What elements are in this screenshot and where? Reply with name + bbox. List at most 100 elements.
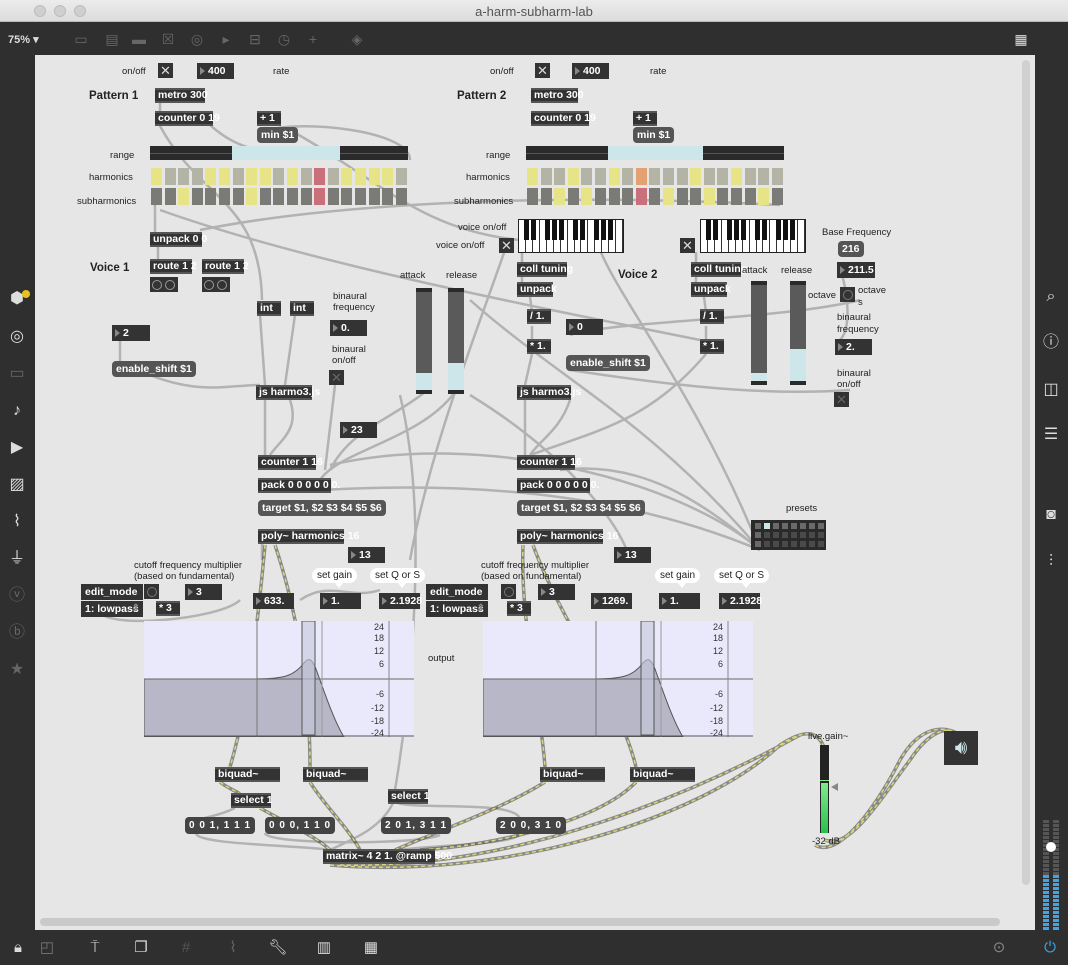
route-object[interactable]: route 1 2 (150, 259, 197, 274)
black-key[interactable] (740, 220, 746, 240)
step-cell[interactable] (744, 188, 756, 205)
step-cell[interactable] (327, 168, 339, 185)
multiply-object[interactable]: * 1. (527, 339, 551, 354)
step-cell[interactable] (368, 168, 380, 185)
step-cell[interactable] (341, 188, 353, 205)
matrix-object[interactable]: matrix~ 4 2 1. @ramp 500 (323, 849, 452, 864)
plus-object[interactable]: + 1 (633, 111, 657, 126)
step-cell[interactable] (273, 168, 285, 185)
divide-object[interactable]: / 1. (527, 309, 551, 324)
presentation-icon[interactable]: ▭ (74, 31, 88, 47)
step-cell[interactable] (758, 188, 770, 205)
columns-icon[interactable]: ◫ (1043, 381, 1059, 398)
step-cell[interactable] (287, 188, 298, 205)
star-icon[interactable]: ★ (9, 661, 25, 678)
step-cell[interactable] (771, 168, 783, 185)
counter-object[interactable]: counter 0 19 (531, 111, 596, 126)
step-cell[interactable] (164, 188, 176, 205)
paperclip-icon[interactable]: ⌇ (13, 513, 21, 530)
bang-button[interactable] (144, 584, 159, 599)
black-key[interactable] (762, 220, 768, 240)
step-cell[interactable] (649, 188, 661, 205)
keyboard-a[interactable] (518, 219, 624, 253)
biquad-object[interactable]: biquad~ (215, 767, 280, 782)
preset-slot[interactable] (800, 532, 806, 538)
live-gain-slider[interactable] (820, 745, 838, 833)
target-icon[interactable]: ◎ (10, 328, 24, 345)
preset-slot[interactable] (818, 541, 824, 547)
step-cell[interactable] (219, 168, 230, 185)
pattern2-range-slider[interactable] (526, 146, 784, 160)
info-icon[interactable]: ⓘ (1042, 334, 1059, 351)
video-icon[interactable]: ▶ (10, 439, 24, 456)
step-cell[interactable] (300, 168, 312, 185)
pack-object[interactable]: pack 0 0 0 0 0 0. (258, 478, 340, 493)
keyboard-icon[interactable]: ▭ (9, 365, 25, 382)
preset-slot[interactable] (809, 541, 815, 547)
step-cell[interactable] (676, 188, 688, 205)
music-note-icon[interactable]: ♪ (13, 402, 21, 419)
matrix-message[interactable]: 2 0 1, 3 1 1 (381, 817, 452, 834)
preset-slot[interactable] (800, 541, 806, 547)
step-cell[interactable] (527, 168, 538, 185)
min-message[interactable]: min $1 (633, 127, 675, 143)
grid-icon[interactable]: # (181, 939, 191, 956)
step-cell[interactable] (744, 168, 756, 185)
metro-object[interactable]: metro 300 (531, 88, 584, 103)
step-cell[interactable] (703, 168, 715, 185)
black-key[interactable] (530, 220, 536, 240)
route-object[interactable]: route 1 2 (202, 259, 249, 274)
edit-mode-message[interactable]: edit_mode (81, 584, 143, 600)
attack-slider[interactable] (751, 281, 767, 385)
number-box[interactable]: 23 (340, 422, 377, 438)
white-key[interactable] (715, 220, 722, 252)
master-level-meter[interactable] (1043, 820, 1059, 930)
step-cell[interactable] (395, 168, 407, 185)
step-cell[interactable] (246, 188, 258, 205)
pack-object[interactable]: pack 0 0 0 0 0 0. (517, 478, 599, 493)
black-key[interactable] (712, 220, 718, 240)
matrix-message[interactable]: 0 0 0, 1 1 0 (265, 817, 336, 834)
step-cell[interactable] (540, 168, 552, 185)
preset-slot[interactable] (773, 532, 779, 538)
step-cell[interactable] (554, 188, 566, 205)
unpack-object[interactable]: unpack 0 0 (150, 232, 207, 247)
poly-object[interactable]: poly~ harmonics 16 (258, 529, 359, 544)
step-cell[interactable] (771, 188, 783, 205)
step-cell[interactable] (540, 188, 552, 205)
poly-object[interactable]: poly~ harmonics 16 (517, 529, 618, 544)
q-number[interactable]: 2.1928 (719, 593, 762, 609)
black-key[interactable] (733, 220, 739, 240)
filter-type-dropdown[interactable]: 1: lowpass (426, 601, 488, 617)
play-transport-icon[interactable]: ⊙ (992, 939, 1006, 956)
black-key[interactable] (705, 220, 711, 240)
binaural-frequency-number[interactable]: 2. (835, 339, 872, 355)
step-cell[interactable] (178, 188, 190, 205)
preset-slot[interactable] (755, 541, 761, 547)
step-cell[interactable] (259, 168, 271, 185)
preset-slot[interactable] (764, 523, 770, 529)
gain-handle[interactable] (831, 783, 838, 791)
black-key[interactable] (572, 220, 578, 240)
black-key[interactable] (608, 220, 614, 240)
preset-slot[interactable] (782, 532, 788, 538)
int-object[interactable]: int (290, 301, 314, 316)
preset-grid[interactable] (751, 520, 826, 550)
int-object[interactable]: int (257, 301, 281, 316)
step-cell[interactable] (341, 168, 353, 185)
step-cell[interactable] (717, 188, 729, 205)
number-box[interactable]: 13 (348, 547, 385, 563)
list-icon[interactable]: ☰ (1043, 426, 1059, 443)
dial-icon[interactable]: ◷ (277, 31, 291, 47)
camera-icon[interactable]: ◙ (1046, 506, 1056, 523)
step-cell[interactable] (287, 168, 298, 185)
black-key[interactable] (601, 220, 607, 240)
step-cell[interactable] (314, 168, 326, 185)
piano-icon[interactable]: ▥ (316, 939, 332, 956)
plus-object[interactable]: + 1 (257, 111, 281, 126)
black-key[interactable] (776, 220, 782, 240)
black-key[interactable] (594, 220, 600, 240)
minimize-button[interactable] (54, 5, 66, 17)
